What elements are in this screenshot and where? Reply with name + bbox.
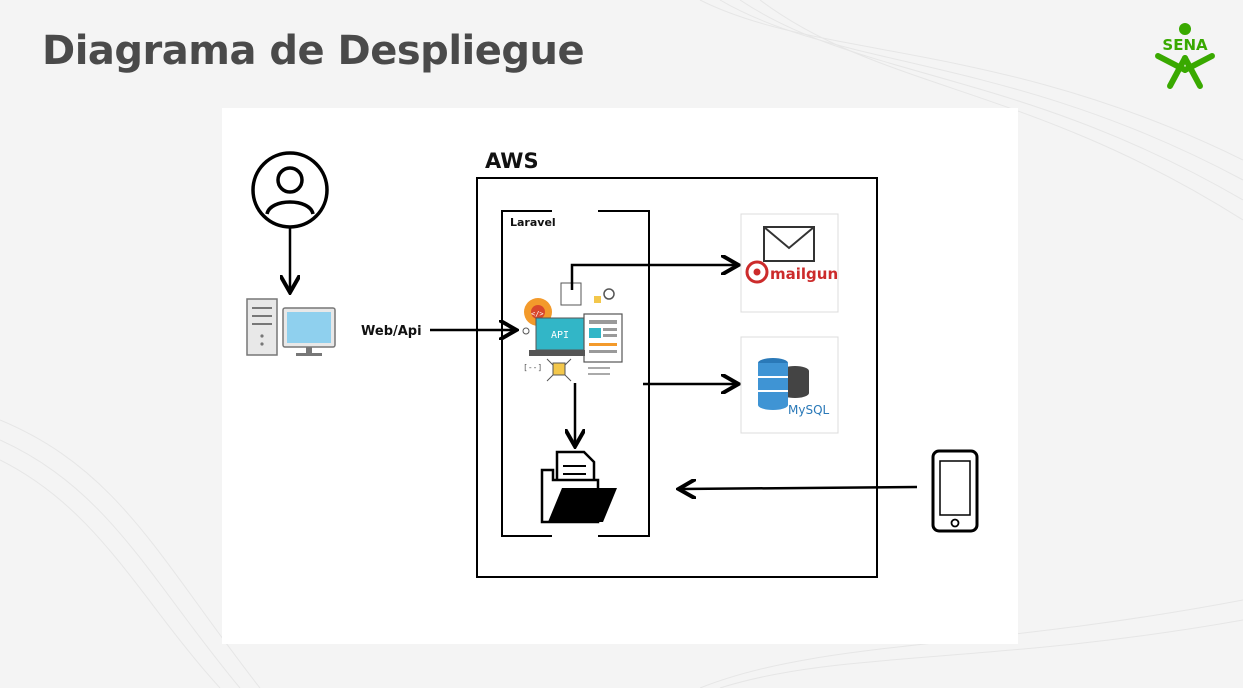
sena-logo: SENA <box>1150 22 1226 92</box>
laravel-container <box>501 210 650 537</box>
envelope-icon <box>763 226 815 262</box>
web-api-label: Web/Api <box>361 324 422 339</box>
page-title: Diagrama de Despliegue <box>42 28 585 74</box>
laravel-label: Laravel <box>510 216 556 229</box>
aws-label: AWS <box>485 149 539 173</box>
folder-documents-icon <box>540 450 617 524</box>
sena-logo-text: SENA <box>1162 36 1208 54</box>
sena-logo-icon <box>1155 23 1215 89</box>
svg-text:[--]: [--] <box>523 363 542 372</box>
aws-container <box>476 177 878 578</box>
user-icon <box>251 151 329 229</box>
phone-to-storage-arrow <box>681 487 918 489</box>
svg-text:</>: </> <box>531 310 544 318</box>
mailgun-label: mailgun <box>770 265 838 283</box>
api-to-mailgun-arrow <box>570 265 736 290</box>
mysql-label: MySQL <box>788 403 830 417</box>
at-sign-icon <box>745 260 769 284</box>
database-icon <box>758 358 809 410</box>
smartphone-icon <box>931 449 979 533</box>
api-icon: </> API [--] <box>522 282 623 382</box>
desktop-computer-icon <box>246 298 336 356</box>
api-label: API <box>551 330 569 341</box>
diagram-panel <box>222 108 1018 644</box>
